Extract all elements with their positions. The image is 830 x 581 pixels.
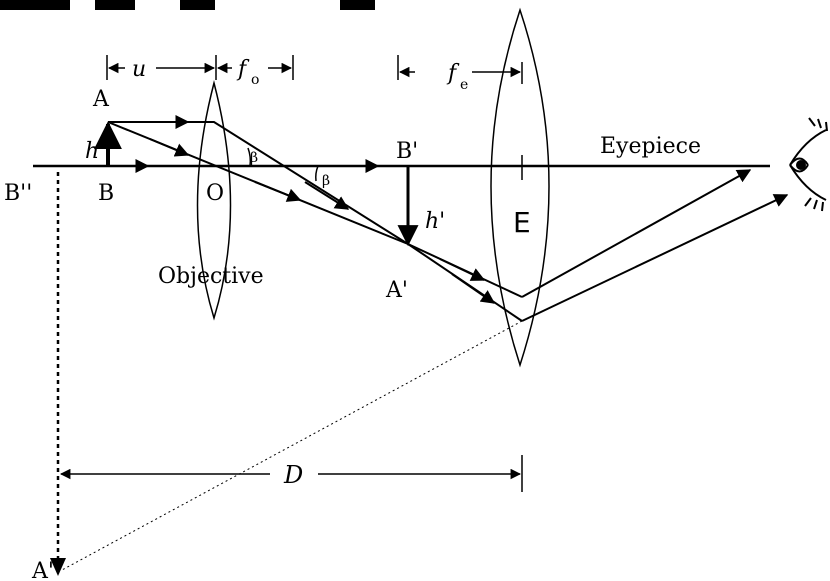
emergent-ray <box>521 194 789 322</box>
cropped-title-fragment <box>180 0 215 10</box>
ray-arrow <box>439 258 486 281</box>
label-final-a-double-prime: A'' <box>31 559 60 581</box>
eyepiece-lens <box>490 7 550 368</box>
label-dim-fe: f <box>446 61 460 86</box>
cropped-title-fragment <box>340 0 375 10</box>
label-image-a-prime: A' <box>385 278 408 303</box>
angle-arc <box>247 147 252 167</box>
virtual-ray <box>61 320 523 571</box>
label-angle-beta-left: β <box>250 150 258 166</box>
label-dim-fe-sub: e <box>460 77 468 93</box>
label-point-o: O <box>206 181 224 206</box>
final-image-arrowhead <box>50 558 66 576</box>
label-point-b: B <box>98 181 114 206</box>
label-point-a: A <box>92 87 110 112</box>
emergent-ray <box>521 169 752 298</box>
label-final-b-double-prime: B'' <box>4 181 32 206</box>
label-dim-u: u <box>132 57 146 82</box>
label-dim-fo-sub: o <box>251 72 259 88</box>
label-dim-d: D <box>283 461 303 489</box>
label-image-b-prime: B' <box>396 139 418 164</box>
ray-center-arrow <box>149 138 190 157</box>
objective-lens <box>196 80 232 321</box>
label-height-h: h <box>85 139 99 164</box>
cropped-title-fragment <box>0 0 70 10</box>
label-eyepiece-center: E <box>513 206 531 239</box>
label-dim-fo: f <box>236 57 250 82</box>
label-angle-beta-right: β <box>322 173 330 189</box>
cropped-title-fragment <box>95 0 135 10</box>
eye-icon <box>789 117 828 212</box>
ray-center-arrow <box>254 181 302 202</box>
ray-parallel-arrow <box>304 181 350 210</box>
angle-arc <box>315 165 319 182</box>
label-objective: Objective <box>158 264 264 289</box>
label-height-h-prime: h' <box>425 209 445 234</box>
ray-arrow <box>451 273 496 304</box>
label-eyepiece: Eyepiece <box>600 134 701 159</box>
